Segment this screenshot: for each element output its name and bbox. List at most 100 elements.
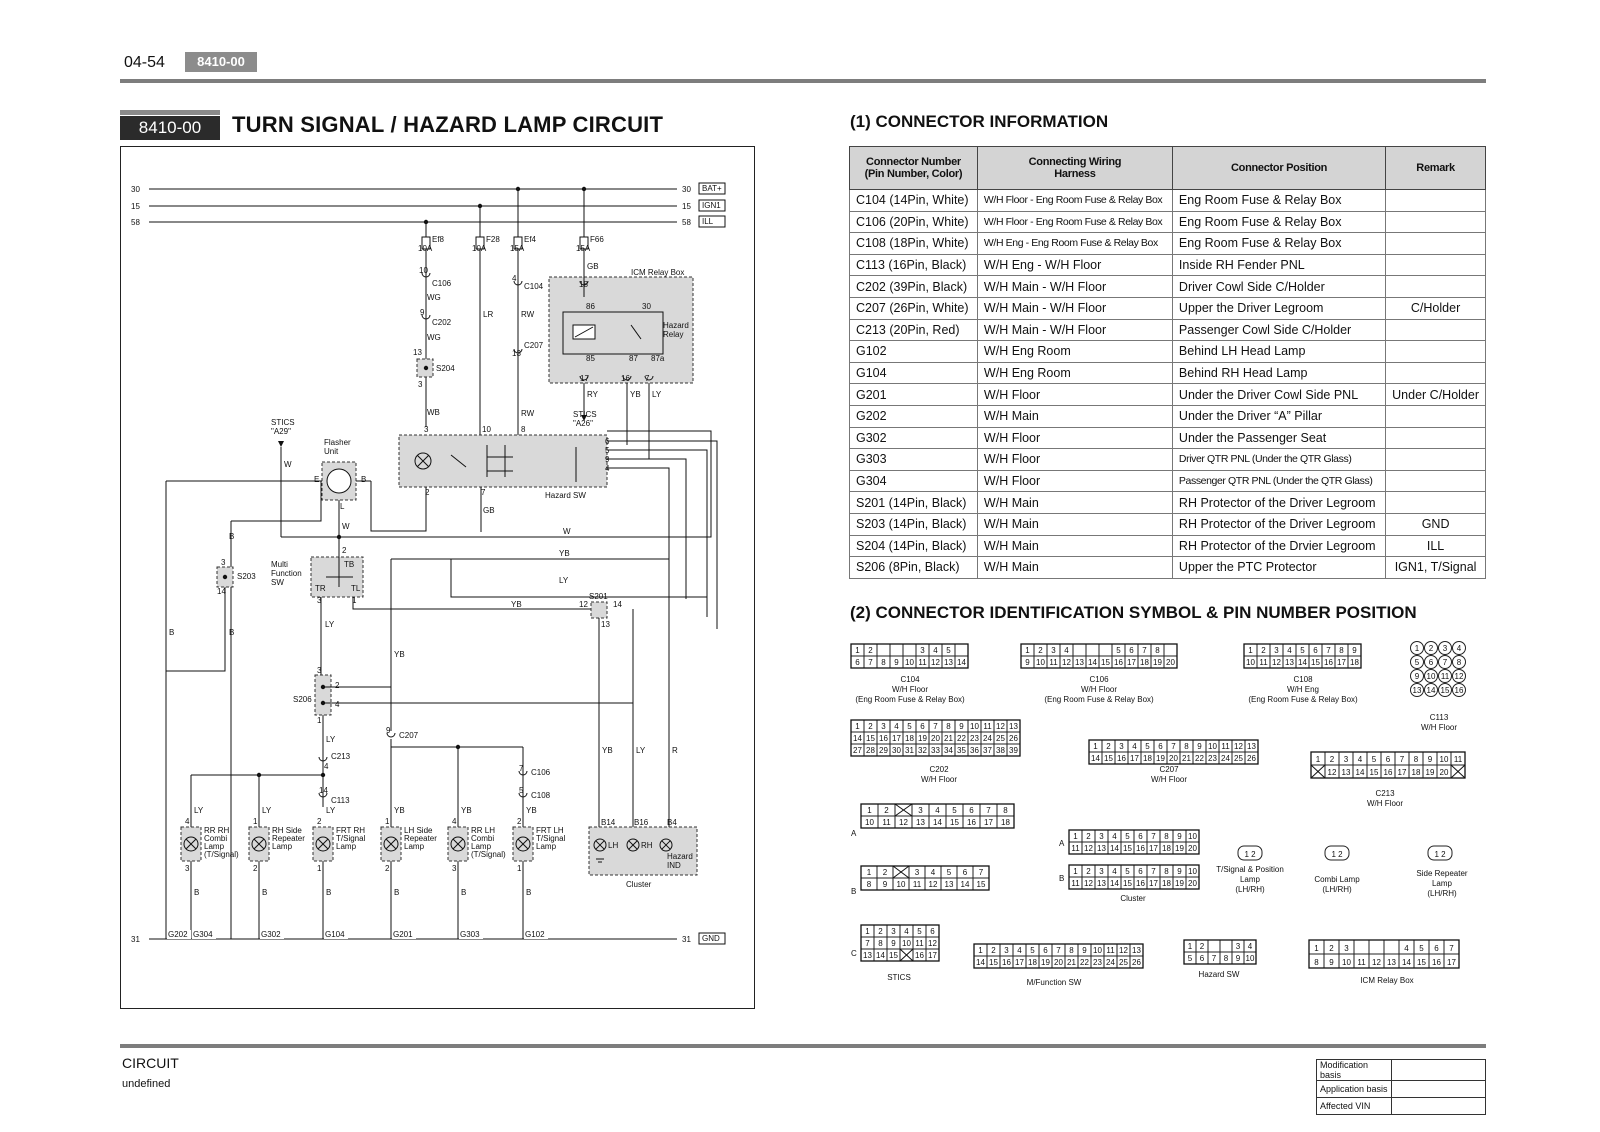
table-cell: Under the Driver Cowl Side PNL xyxy=(1171,383,1387,406)
label: LY xyxy=(326,735,336,744)
pin-number: 16 xyxy=(1455,686,1464,695)
pin-number: 18 xyxy=(1028,958,1037,967)
table-cell: Passenger Cowl Side C/Holder xyxy=(1171,318,1387,342)
pin-number: 7 xyxy=(519,764,524,773)
pin-cell xyxy=(876,643,891,657)
rail-number: 31 xyxy=(682,935,691,944)
connector-caption: Combi Lamp(LH/RH) xyxy=(1314,875,1360,894)
pin-number: 85 xyxy=(586,354,595,363)
pin-number: 15 xyxy=(950,818,959,827)
table-cell: RH Protector of the Drvier Legroom xyxy=(1171,534,1387,558)
pin-cell xyxy=(954,643,969,657)
pin-number: 1 xyxy=(855,722,860,731)
connector-caption: M/Function SW xyxy=(1027,978,1082,987)
pin-number: 18 xyxy=(905,734,914,743)
connector-mfsw xyxy=(973,943,1144,969)
pin-number: 11 xyxy=(1106,946,1115,955)
pin-number: 23 xyxy=(1208,754,1217,763)
pin-number: 1 xyxy=(385,817,390,826)
pin-number: 12 xyxy=(1084,879,1093,888)
junction-dot xyxy=(320,772,326,778)
connector-cluster-b xyxy=(1068,864,1200,890)
pin-number: 13 xyxy=(1285,658,1294,667)
top-rule xyxy=(120,79,1486,83)
table-cell: RH Protector of the Driver Legroom xyxy=(1171,512,1387,536)
pin-number: 9 xyxy=(891,939,896,948)
connector-icon xyxy=(421,314,431,320)
pin-number: 1 xyxy=(317,864,322,873)
pin-number: 1 xyxy=(1316,755,1321,764)
pin-number: 19 xyxy=(1041,958,1050,967)
pin-number: 4 xyxy=(894,722,899,731)
pin-number: 13 xyxy=(1075,658,1084,667)
pin-number: 18 xyxy=(1412,768,1421,777)
connector-c108 xyxy=(1243,643,1362,669)
table-cell: Inside RH Fender PNL xyxy=(1171,253,1387,277)
pin-number: 20 xyxy=(1188,844,1197,853)
pin-number: 2 xyxy=(1329,944,1334,953)
pin-number: TR xyxy=(315,584,326,593)
pin-number: 7 xyxy=(1443,658,1448,667)
pin-number: 7 xyxy=(986,806,991,815)
pin-number: 1 xyxy=(1093,742,1098,751)
table-cell: Under C/Holder xyxy=(1385,383,1486,406)
mod-label: Application basis xyxy=(1316,1080,1392,1098)
pin-number: 7 xyxy=(481,488,486,497)
pin-number: 4 xyxy=(324,762,329,771)
pin-number: 2 xyxy=(1261,646,1266,655)
table-cell: Under the Passenger Seat xyxy=(1171,426,1387,450)
label: YB xyxy=(511,600,522,609)
pin-number: 13 xyxy=(945,880,954,889)
ground-tag: GND xyxy=(702,934,720,943)
table-cell: W/H Floor - Eng Room Fuse & Relay Box xyxy=(976,189,1173,212)
pin-number: 18 xyxy=(1162,879,1171,888)
pin-number: 6 xyxy=(1386,755,1391,764)
pin-number: 9 xyxy=(1236,954,1241,963)
pin-number: 21 xyxy=(1067,958,1076,967)
pin-number: 20 xyxy=(931,734,940,743)
pin-number: 11 xyxy=(882,818,891,827)
transistor-icon xyxy=(326,468,352,494)
pin-number: 33 xyxy=(931,746,940,755)
table-cell: C106 (20Pin, White) xyxy=(849,210,978,234)
connector-caption: ICM Relay Box xyxy=(1360,976,1413,985)
pin-number: 17 xyxy=(984,818,993,827)
table-cell xyxy=(1385,469,1486,493)
fuse-name: F66 xyxy=(590,235,604,244)
pin-number: 35 xyxy=(957,746,966,755)
pin-number: 5 xyxy=(1145,742,1150,751)
pin-number: 10 xyxy=(1440,755,1449,764)
ground-label-bg xyxy=(459,930,483,939)
pin-number: 19 xyxy=(918,734,927,743)
pin-number: 15 xyxy=(1441,686,1450,695)
table-cell: Driver Cowl Side C/Holder xyxy=(1171,275,1387,298)
pin-number: 22 xyxy=(957,734,966,743)
label: C108 xyxy=(531,791,551,800)
pin-number: TB xyxy=(344,560,354,569)
pin-number: 17 xyxy=(1447,958,1456,967)
table-cell: W/H Floor xyxy=(976,383,1173,406)
wire-yb xyxy=(607,458,687,599)
fuse-rating: 15A xyxy=(576,244,591,253)
lamp-filament xyxy=(317,838,329,850)
pin-number: 16 xyxy=(1002,958,1011,967)
pin-number: 11 xyxy=(915,939,924,948)
table-cell: GND xyxy=(1385,512,1486,536)
pin-number: 3 xyxy=(1004,946,1009,955)
pin-number: 8 xyxy=(1164,867,1169,876)
lamp-icon xyxy=(450,836,466,852)
pin-number: 5 xyxy=(952,806,957,815)
pin-number: 6 xyxy=(1138,832,1143,841)
table-cell xyxy=(1385,448,1486,471)
pin-number: 7 xyxy=(1212,954,1217,963)
pin-number: 8 xyxy=(881,658,886,667)
